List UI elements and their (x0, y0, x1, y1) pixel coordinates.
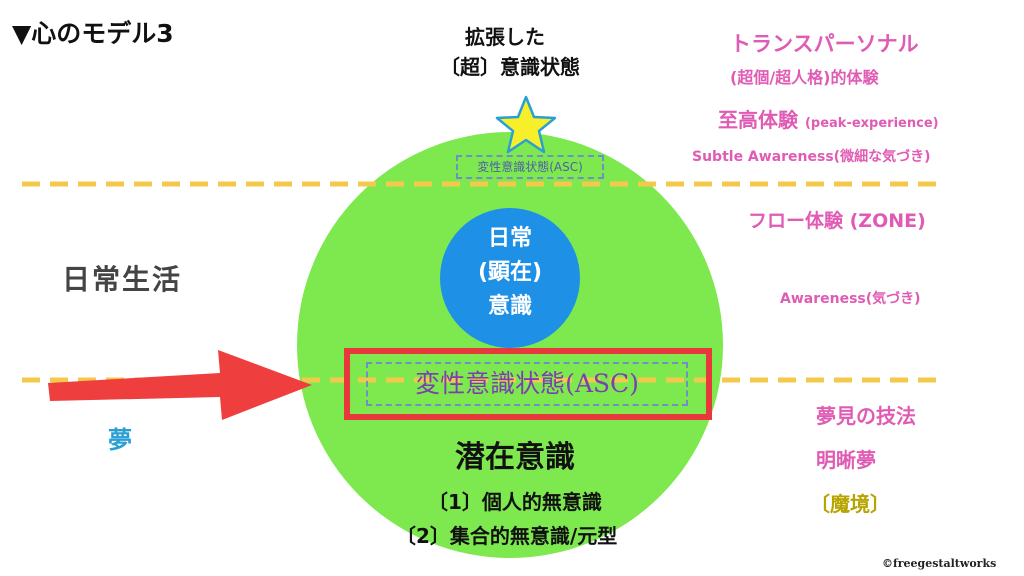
asc-highlight-frame (344, 348, 712, 420)
flow-experience-label: フロー体験 (ZONE) (748, 210, 926, 232)
expanded-line2: 〔超〕意識状態 (440, 55, 580, 79)
lucid-dream-label: 明晰夢 (816, 448, 876, 472)
asc-small-box: 変性意識状態(ASC) (456, 155, 604, 179)
peak-experience-label: 至高体験 (peak-experience) (718, 104, 939, 133)
peak-label-ja: 至高体験 (718, 108, 798, 132)
copyright-text: ©freegestaltworks (882, 557, 997, 570)
makyo-label: 〔魔境〕 (810, 492, 890, 516)
star-icon (495, 95, 557, 154)
conscious-line2: (顕在) (477, 260, 543, 285)
personal-unconscious-item: 〔1〕個人的無意識 (428, 490, 602, 514)
subconscious-label: 潜在意識 (455, 440, 575, 475)
collective-unconscious-item: 〔2〕集合的無意識/元型 (396, 524, 618, 548)
asc-big-box: 変性意識状態(ASC) (366, 362, 688, 406)
transpersonal-label: トランスパーソナル (730, 32, 919, 56)
transpersonal-sub-label: (超個/超人格)的体験 (730, 68, 879, 87)
arrow-icon (48, 350, 312, 420)
dream-technique-label: 夢見の技法 (816, 404, 916, 428)
dream-label: 夢 (108, 426, 132, 454)
subtle-awareness-label: Subtle Awareness(微細な気づき) (692, 149, 931, 165)
conscious-line1: 日常 (487, 226, 532, 251)
page-title: ▼心のモデル3 (12, 19, 174, 48)
conscious-circle (440, 208, 580, 348)
peak-label-en: (peak-experience) (804, 116, 939, 131)
expanded-line1: 拡張した (465, 25, 545, 49)
conscious-label: 日常 (顕在) 意識 (445, 222, 575, 324)
expanded-consciousness-label: 拡張した 〔超〕意識状態 (440, 22, 580, 82)
awareness-label: Awareness(気づき) (780, 291, 921, 307)
daily-life-label: 日常生活 (62, 263, 183, 296)
conscious-line3: 意識 (487, 294, 532, 319)
